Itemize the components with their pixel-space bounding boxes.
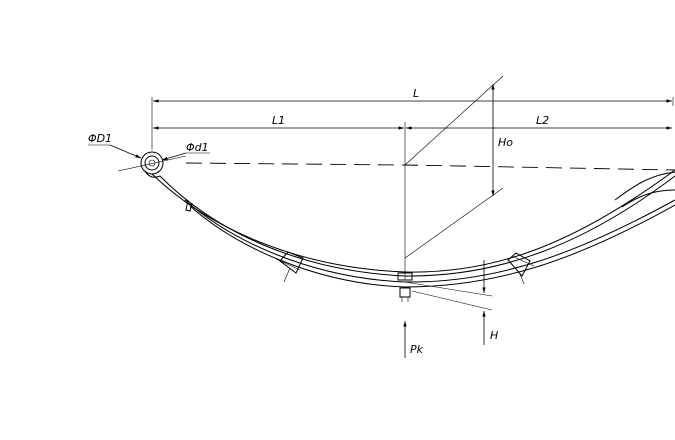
dimension-camber: Ho — [404, 75, 513, 259]
left-length-label: L1 — [272, 114, 285, 127]
eye-inner-diameter-label: Φd1 — [186, 141, 209, 154]
spring-leaves — [151, 169, 675, 288]
dimension-overall-length: L — [151, 87, 674, 150]
left-rebound-clip — [275, 251, 304, 283]
arc-height-label: H — [490, 329, 498, 342]
spring-eye — [117, 151, 187, 178]
load-arrow: Pk — [403, 321, 424, 358]
eye-diameter-callouts: ΦD1 Φd1 — [88, 132, 210, 161]
eye-center-reference-line — [185, 162, 675, 171]
right-length-label: L2 — [536, 114, 549, 127]
eye-outer-diameter-label: ΦD1 — [88, 132, 112, 145]
right-rebound-clip — [507, 252, 535, 285]
overall-length-label: L — [413, 87, 419, 100]
camber-label: Ho — [498, 136, 513, 149]
dimension-left-right-lengths: L1 L2 — [153, 114, 672, 280]
dimension-arc-height: H — [404, 260, 498, 345]
center-bolt — [397, 272, 413, 302]
load-label: Pk — [410, 343, 424, 356]
